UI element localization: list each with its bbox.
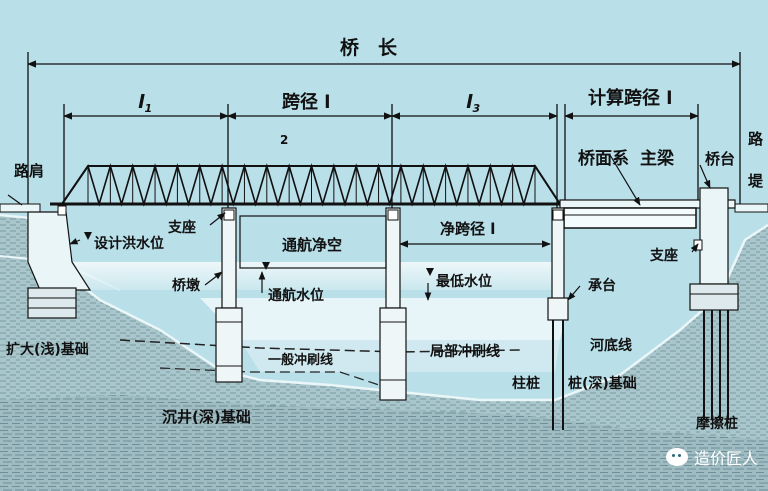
pier-label: 桥墩 xyxy=(172,277,201,294)
text-labels: 桥 长 l1 跨径 l l3 计算跨径 l 2 路肩 路 堤 桥面系 主梁 桥台… xyxy=(6,36,764,432)
navigation-clearance-box xyxy=(239,215,387,269)
caisson-foundation-label: 沉井(深)基础 xyxy=(162,408,251,426)
pier-3 xyxy=(547,207,569,430)
deep-foundation-label: 桩(深)基础 xyxy=(568,375,637,392)
design-flood-label: 设计洪水位 xyxy=(94,235,164,252)
deck-right xyxy=(559,199,736,229)
bearing-right-label: 支座 xyxy=(649,247,678,264)
pile-label: 柱桩 xyxy=(512,375,540,392)
main-beam-label: 主梁 xyxy=(640,148,675,169)
l3-label: l3 xyxy=(466,91,481,115)
embankment-label-2: 堤 xyxy=(748,172,764,190)
left-abutment xyxy=(27,205,92,319)
bridge-length-label: 桥 长 xyxy=(340,36,398,59)
embankment-label-1: 路 xyxy=(748,130,764,148)
marker-2: 2 xyxy=(280,133,288,147)
pile-cap-label: 承台 xyxy=(588,277,616,294)
nav-clearance-label: 通航净空 xyxy=(282,236,342,254)
scour-lines xyxy=(119,339,521,393)
span-length-label: 跨径 l xyxy=(282,91,330,113)
bearing-left-label: 支座 xyxy=(167,219,196,236)
general-scour-label: 一般冲刷线 xyxy=(268,352,333,368)
clear-span-label: 净跨径 l xyxy=(440,220,495,238)
calc-span-label: 计算跨径 l xyxy=(588,87,672,109)
nav-level-label: 通航水位 xyxy=(268,287,324,304)
right-abutment xyxy=(689,187,739,420)
watermark: 造价匠人 xyxy=(665,445,758,469)
dimension-lines xyxy=(27,52,741,248)
water-level-markers xyxy=(84,232,434,276)
local-scour-label: 局部冲刷线 xyxy=(430,343,500,360)
friction-pile-label: 摩擦桩 xyxy=(696,415,738,432)
shoulder-label: 路肩 xyxy=(14,162,44,180)
pier-2 xyxy=(379,207,407,401)
watermark-text: 造价匠人 xyxy=(693,449,758,468)
deck-system-label: 桥面系 xyxy=(578,149,629,169)
leader-lines xyxy=(7,154,711,301)
l1-label: l1 xyxy=(138,91,152,115)
pier-1 xyxy=(215,207,243,383)
shallow-foundation-label: 扩大(浅)基础 xyxy=(6,341,89,358)
wechat-icon xyxy=(665,448,688,466)
riverbed-label: 河底线 xyxy=(590,337,632,354)
abutment-label: 桥台 xyxy=(705,150,735,168)
truss-web xyxy=(61,163,561,207)
lowest-level-label: 最低水位 xyxy=(436,273,492,290)
